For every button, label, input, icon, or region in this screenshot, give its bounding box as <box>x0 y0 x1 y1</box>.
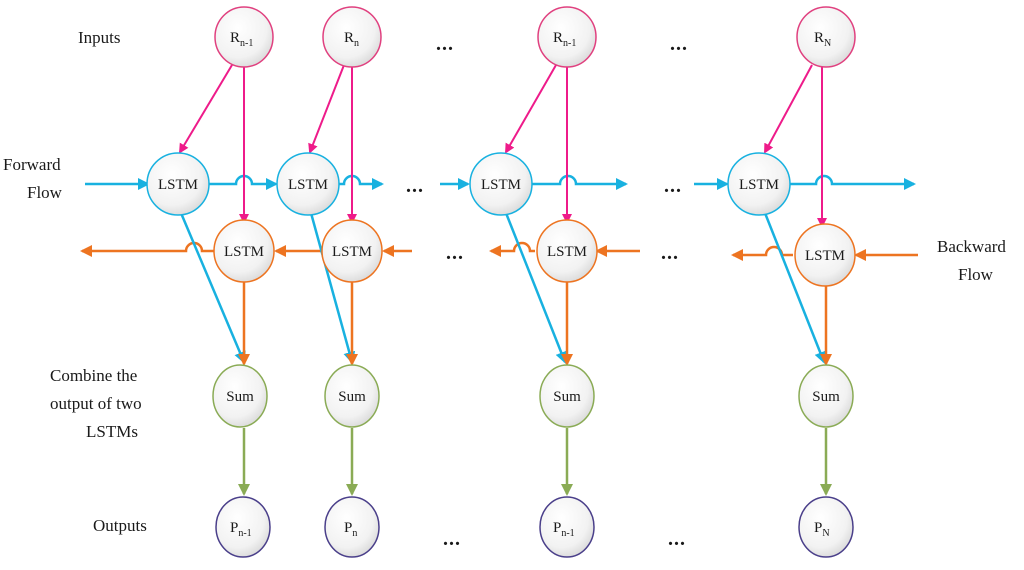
backward-flow-label-2: Flow <box>958 265 994 284</box>
ellipsis-outputs-2: ... <box>668 528 686 550</box>
forward-flow-label-2: Flow <box>27 183 63 202</box>
combine-label-3: LSTMs <box>86 422 138 441</box>
sum-label: Sum <box>338 389 366 405</box>
input-arrows <box>178 64 827 228</box>
combine-label-2: output of two <box>50 394 142 413</box>
sum-label: Sum <box>226 389 254 405</box>
backward-lstm-label: LSTM <box>332 244 372 260</box>
forward-arrow-col2-out <box>338 174 384 190</box>
forward-lstm-node <box>276 152 340 216</box>
sum-label: Sum <box>553 389 581 405</box>
column-2: Rn LSTM LSTM Sum Pn <box>276 6 383 558</box>
output-node <box>324 496 380 558</box>
forward-lstm-label: LSTM <box>158 177 198 193</box>
ellipsis-forward-1: ... <box>406 175 424 197</box>
sum-node <box>212 364 268 428</box>
output-node <box>798 496 854 558</box>
ellipsis-inputs-1: ... <box>436 33 454 55</box>
backward-lstm-node <box>321 219 383 283</box>
ellipsis-backward-2: ... <box>661 242 679 264</box>
output-node-label: Pn-1 <box>553 520 575 539</box>
sum-node <box>539 364 595 428</box>
input-node-label: RN <box>814 30 831 49</box>
output-node-label: Pn-1 <box>230 520 252 539</box>
output-node <box>215 496 271 558</box>
combine-label-1: Combine the <box>50 366 137 385</box>
input-node <box>796 6 856 68</box>
backward-lstm-label: LSTM <box>224 244 264 260</box>
backward-lstm-node <box>213 219 275 283</box>
forward-lstm-node <box>469 152 533 216</box>
ellipsis-forward-2: ... <box>664 175 682 197</box>
outputs-label: Outputs <box>93 516 147 535</box>
backward-lstm-label: LSTM <box>547 244 587 260</box>
sum-node <box>324 364 380 428</box>
backward-lstm-node <box>536 219 598 283</box>
forward-lstm-label: LSTM <box>481 177 521 193</box>
backward-flow-label-1: Backward <box>937 237 1006 256</box>
input-node <box>214 6 274 68</box>
forward-arrow-col1-col2 <box>208 174 278 190</box>
backward-arrow-col3-out <box>489 241 535 257</box>
sum-to-output-arrows <box>238 428 832 496</box>
ellipsis-backward-1: ... <box>446 242 464 264</box>
backward-flow-arrows <box>80 241 918 261</box>
input-node-label: Rn-1 <box>553 30 576 49</box>
input-node-label: Rn <box>344 30 359 49</box>
column-4: RN LSTM LSTM Sum PN <box>727 6 856 558</box>
column-3: Rn-1 LSTM LSTM Sum Pn-1 <box>469 6 598 558</box>
input-node-label: Rn-1 <box>230 30 253 49</box>
input-node <box>322 6 382 68</box>
forward-lstm-node <box>727 152 791 216</box>
forward-arrow-col3-out <box>530 174 628 190</box>
forward-arrow-col4-out <box>788 174 916 190</box>
backward-lstm-node <box>794 223 856 287</box>
sum-node <box>798 364 854 428</box>
output-node-label: PN <box>814 520 830 539</box>
sum-label: Sum <box>812 389 840 405</box>
backward-arrow-col4-out <box>731 245 793 261</box>
output-node <box>539 496 595 558</box>
backward-to-sum-arrows <box>238 282 832 366</box>
forward-lstm-label: LSTM <box>288 177 328 193</box>
backward-lstm-label: LSTM <box>805 248 845 264</box>
forward-lstm-label: LSTM <box>739 177 779 193</box>
forward-flow-label-1: Forward <box>3 155 61 174</box>
ellipsis-inputs-2: ... <box>670 33 688 55</box>
column-1: Rn-1 LSTM LSTM Sum Pn-1 <box>146 6 275 558</box>
output-node-label: Pn <box>344 520 357 539</box>
forward-to-sum-arrows <box>179 212 826 364</box>
forward-lstm-node <box>146 152 210 216</box>
input-node <box>537 6 597 68</box>
ellipsis-outputs-1: ... <box>443 528 461 550</box>
inputs-label: Inputs <box>78 28 121 47</box>
